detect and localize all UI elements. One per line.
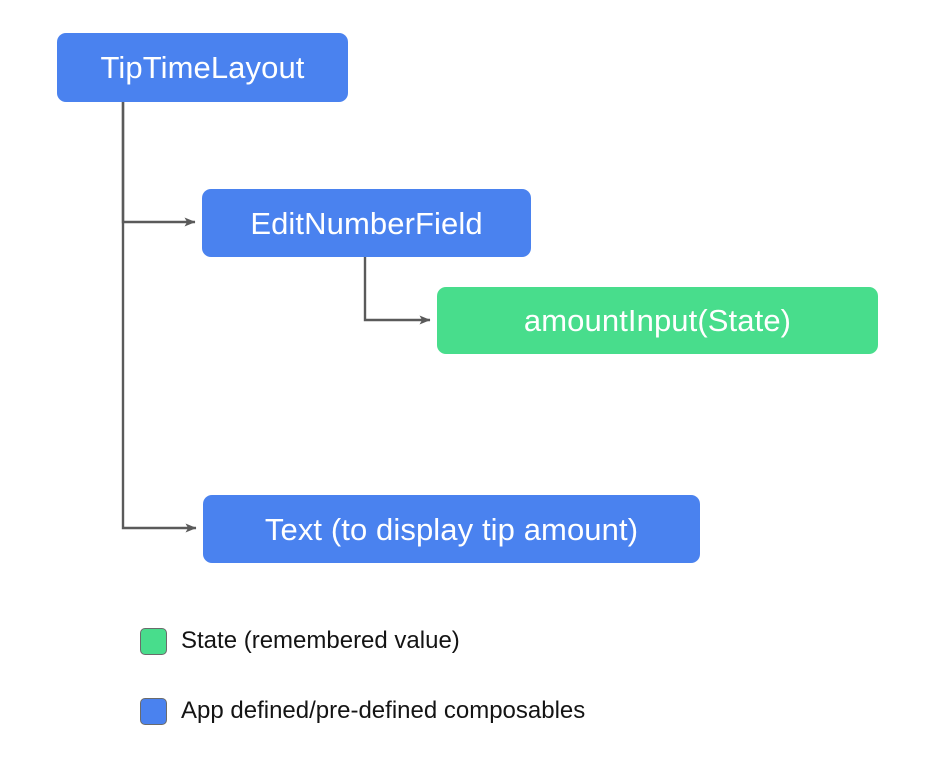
- node-editnumberfield-label: EditNumberField: [250, 205, 483, 241]
- edge-tiptimelayout-to-text: [121, 102, 197, 533]
- edge-tiptimelayout-to-editnumberfield: [121, 102, 196, 227]
- node-tiptimelayout[interactable]: TipTimeLayout: [57, 33, 348, 102]
- node-tiptimelayout-label: TipTimeLayout: [100, 50, 305, 85]
- node-amountinput-label: amountInput(State): [523, 303, 792, 338]
- legend-item-composable: App defined/pre-defined composables: [140, 694, 585, 728]
- legend-swatch-composable-icon: [140, 697, 167, 725]
- node-text[interactable]: Text (to display tip amount): [203, 495, 700, 563]
- legend: State (remembered value) App defined/pre…: [140, 624, 585, 764]
- node-amountinput[interactable]: amountInput(State): [437, 287, 878, 354]
- legend-item-state: State (remembered value): [140, 624, 585, 658]
- node-editnumberfield[interactable]: EditNumberField: [202, 189, 531, 257]
- legend-label-composable: App defined/pre-defined composables: [181, 697, 586, 724]
- legend-swatch-state-icon: [140, 627, 167, 655]
- node-text-label: Text (to display tip amount): [264, 511, 639, 547]
- legend-label-state: State (remembered value): [181, 627, 460, 654]
- edge-editnumberfield-to-amountinput: [363, 257, 431, 325]
